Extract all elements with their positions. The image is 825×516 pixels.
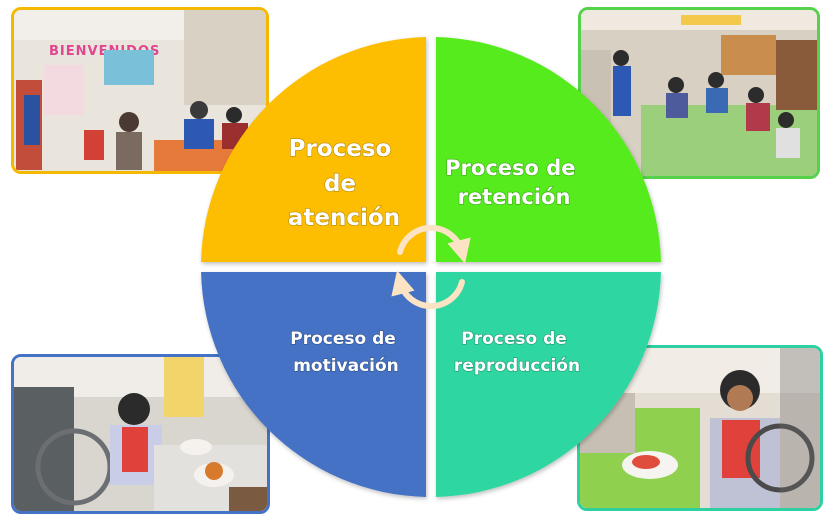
label-motivacion: Proceso de motivación <box>290 329 401 376</box>
quadrant-atencion <box>201 37 426 263</box>
student-eating-photo-bottom-left <box>11 354 270 514</box>
quadrant-reproduccion <box>436 272 661 497</box>
label-atencion: Proceso de atención <box>288 136 400 231</box>
classroom-photo-top-left: BIENVENIDOS <box>11 7 269 174</box>
quadrant-retencion <box>436 37 661 263</box>
quadrant-motivacion <box>201 272 426 497</box>
cycle-arrows-icon <box>391 224 471 310</box>
label-reproduccion: Proceso de reproducción <box>454 329 580 376</box>
label-retencion: Proceso de retención <box>445 156 583 209</box>
classroom-photo-top-right <box>578 7 820 179</box>
